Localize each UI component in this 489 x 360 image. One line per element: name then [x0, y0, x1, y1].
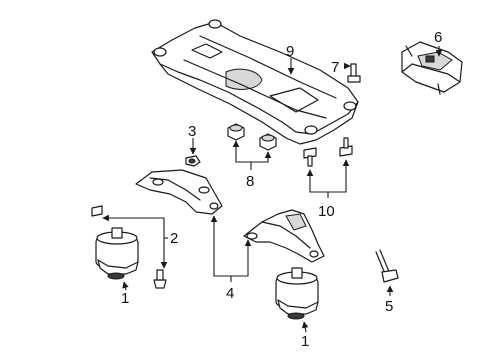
nut-part-8[interactable]: [227, 123, 277, 151]
callout-2: 2: [170, 230, 178, 247]
bolt-part-10[interactable]: [303, 137, 353, 167]
engine-mount-part-1-right[interactable]: [275, 267, 319, 320]
bolt-part-2[interactable]: [91, 205, 167, 289]
callout-5: 5: [385, 298, 393, 315]
crossmember-part[interactable]: [151, 19, 359, 145]
nut-part-3[interactable]: [185, 155, 201, 167]
callout-3: 3: [188, 123, 196, 140]
callout-1-right: 1: [301, 333, 309, 350]
callout-1-left: 1: [121, 290, 129, 307]
bracket-part-4[interactable]: [135, 169, 325, 263]
mount-part-6[interactable]: [401, 41, 463, 95]
callout-10: 10: [318, 203, 335, 220]
callout-4: 4: [226, 285, 234, 302]
callout-7: 7: [331, 59, 339, 76]
callout-8: 8: [246, 173, 254, 190]
bolt-part-5[interactable]: [375, 249, 399, 283]
engine-mount-part-1-left[interactable]: [95, 227, 139, 280]
leader-lines: [102, 46, 443, 333]
callout-6: 6: [434, 29, 442, 46]
callout-9: 9: [286, 43, 294, 60]
bolt-part-7[interactable]: [347, 63, 361, 83]
